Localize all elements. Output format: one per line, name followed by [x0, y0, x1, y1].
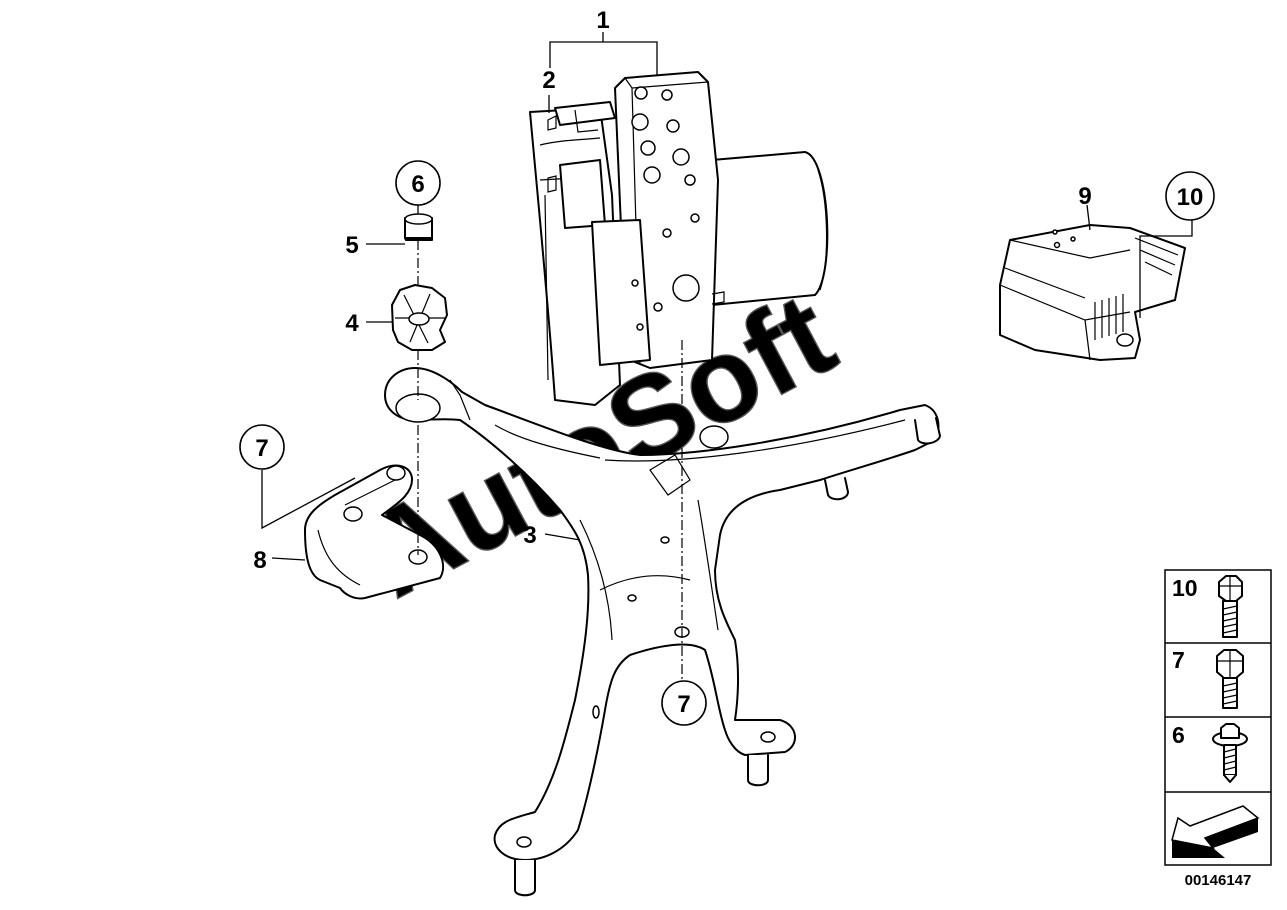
hex-bolt-icon [1216, 649, 1244, 709]
bracket-part-3 [384, 367, 941, 897]
arrow-left-icon[interactable] [1171, 805, 1260, 858]
callout-10: 10 [1177, 184, 1204, 211]
callout-3: 3 [523, 522, 536, 549]
callout-7-left: 7 [255, 435, 268, 462]
callouts: 1 2 3 4 5 8 9 6 7 7 10 [239, 7, 1215, 726]
sensor-part-9 [999, 224, 1186, 361]
callout-7-bottom-circle [661, 680, 707, 726]
callout-1: 1 [596, 7, 609, 34]
bracket-part-8 [304, 464, 445, 600]
callout-10-circle [1165, 171, 1215, 221]
catalog-number: 00146147 [1185, 872, 1252, 889]
legend-label-6: 6 [1172, 722, 1185, 748]
fastener-legend: 10 7 6 [1164, 569, 1272, 866]
legend-label-7: 7 [1172, 647, 1185, 673]
callout-6: 6 [411, 171, 424, 198]
sleeve-part-5 [404, 213, 433, 241]
callout-2: 2 [542, 67, 555, 94]
callout-6-circle [395, 160, 441, 206]
legend-label-10: 10 [1172, 575, 1198, 601]
callout-5: 5 [345, 232, 358, 259]
hydraulic-unit-part-1 [529, 71, 829, 406]
callout-7-bottom: 7 [677, 691, 690, 718]
callout-4: 4 [345, 310, 359, 337]
hex-bolt-long-icon [1218, 575, 1243, 638]
grommet-part-4 [391, 284, 448, 351]
leader-lines [261, 32, 1193, 680]
callout-7-left-circle [239, 424, 285, 470]
flange-bolt-icon [1212, 723, 1248, 783]
callout-8: 8 [253, 547, 266, 574]
callout-9: 9 [1078, 183, 1091, 210]
